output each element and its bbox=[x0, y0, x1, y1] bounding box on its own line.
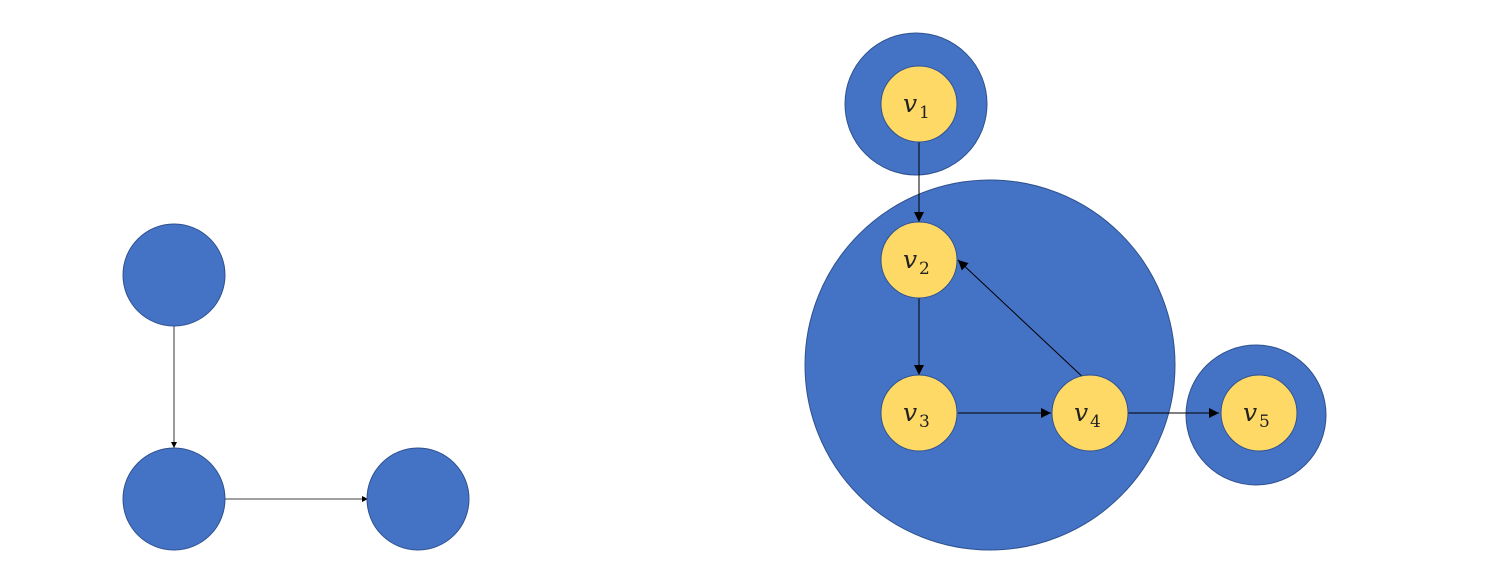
node-v3: v 3 bbox=[880, 374, 958, 452]
node-v5-label: v bbox=[1243, 398, 1257, 427]
node-v1: v 1 bbox=[880, 65, 958, 143]
original-graph: v 1 v 2 v 3 v 4 v 5 bbox=[804, 32, 1327, 551]
condensed-node-a bbox=[122, 223, 226, 327]
node-v2: v 2 bbox=[880, 221, 958, 299]
condensed-node-b bbox=[122, 447, 226, 551]
node-v2-subscript: 2 bbox=[919, 259, 930, 279]
condensed-graph bbox=[122, 223, 470, 551]
condensed-node-c bbox=[366, 447, 470, 551]
node-v4-subscript: 4 bbox=[1090, 412, 1101, 432]
node-v4: v 4 bbox=[1051, 374, 1129, 452]
component-c2 bbox=[804, 179, 1176, 551]
node-v5-subscript: 5 bbox=[1259, 412, 1270, 432]
node-v3-label: v bbox=[903, 398, 917, 427]
node-v1-subscript: 1 bbox=[919, 103, 930, 123]
node-v1-label: v bbox=[903, 89, 917, 118]
node-v5: v 5 bbox=[1220, 374, 1298, 452]
node-v3-subscript: 3 bbox=[919, 412, 930, 432]
node-v2-label: v bbox=[903, 245, 917, 274]
node-v4-label: v bbox=[1074, 398, 1088, 427]
edge-v4-v2 bbox=[957, 259, 1088, 382]
